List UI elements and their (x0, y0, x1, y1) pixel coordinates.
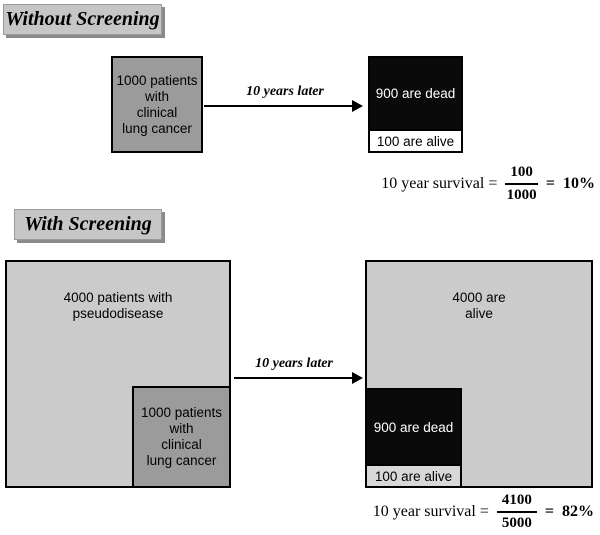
clinical-cancer-patients-box: 1000 patients with clinical lung cancer (111, 56, 203, 153)
heading-text: Without Screening (5, 8, 160, 30)
clinical-cancer-subbox: 1000 patients with clinical lung cancer (132, 386, 231, 488)
box-text: 1000 patients with clinical lung cancer (134, 388, 229, 486)
section-heading-without-screening: Without Screening (3, 4, 162, 35)
survival-formula-without: 10 year survival = 100 1000 = 10% (381, 164, 595, 204)
box-line: lung cancer (122, 120, 192, 136)
box-line: 1000 patients (140, 405, 223, 420)
box-line: pseudodisease (72, 306, 164, 321)
box-line: alive (465, 306, 493, 321)
box-line: with (144, 88, 169, 104)
box-line: 4000 are (452, 290, 506, 305)
box-line: lung cancer (146, 453, 217, 468)
timeline-arrow-label: 10 years later (246, 84, 324, 99)
box-text: 1000 patients with clinical lung cancer (113, 58, 201, 151)
alive-text: 4000 are alive (367, 262, 591, 322)
formula-lhs: 10 year survival = (381, 175, 498, 192)
fraction-denominator: 1000 (506, 187, 537, 203)
arrow-right-icon (352, 372, 363, 384)
alive-count-label: 100 are alive (374, 468, 453, 484)
dead-count-area: 900 are dead (370, 58, 461, 129)
box-line: 1000 patients (116, 72, 198, 88)
box-line: clinical (161, 437, 202, 452)
formula-fraction: 100 1000 (505, 164, 538, 204)
formula-lhs: 10 year survival = (372, 503, 489, 520)
pseudodisease-text: 4000 patients with pseudodisease (7, 262, 229, 322)
formula-result: 82% (562, 503, 594, 520)
alive-strip: 100 are alive (367, 464, 460, 486)
timeline-arrow-line (234, 377, 352, 379)
outcome-subbox-with: 900 are dead 100 are alive (365, 388, 462, 488)
arrow-right-icon (352, 100, 363, 112)
screened-outcome-box: 4000 are alive 900 are dead 100 are aliv… (365, 260, 593, 488)
dead-count-label: 900 are dead (375, 86, 456, 101)
fraction-numerator: 4100 (496, 492, 537, 513)
timeline-arrow-label: 10 years later (255, 356, 333, 371)
box-line: with (169, 421, 194, 436)
box-line: clinical (136, 104, 178, 120)
survival-formula-with: 10 year survival = 4100 5000 = 82% (373, 492, 594, 532)
formula-result: 10% (563, 175, 595, 192)
section-heading-with-screening: With Screening (14, 209, 162, 240)
heading-text: With Screening (24, 213, 152, 235)
formula-fraction: 4100 5000 (496, 492, 537, 532)
alive-count-label: 100 are alive (376, 133, 455, 149)
formula-equals: = (545, 175, 555, 192)
outcome-box-without: 900 are dead 100 are alive (368, 56, 463, 153)
dead-count-area: 900 are dead (367, 390, 460, 464)
timeline-arrow-line (204, 105, 352, 107)
fraction-numerator: 100 (505, 164, 538, 185)
alive-strip: 100 are alive (370, 129, 461, 151)
box-line: 4000 patients with (63, 290, 173, 305)
fraction-denominator: 5000 (501, 515, 532, 531)
formula-equals: = (544, 503, 554, 520)
screened-population-box: 4000 patients with pseudodisease 1000 pa… (5, 260, 231, 488)
dead-count-label: 900 are dead (373, 419, 454, 435)
